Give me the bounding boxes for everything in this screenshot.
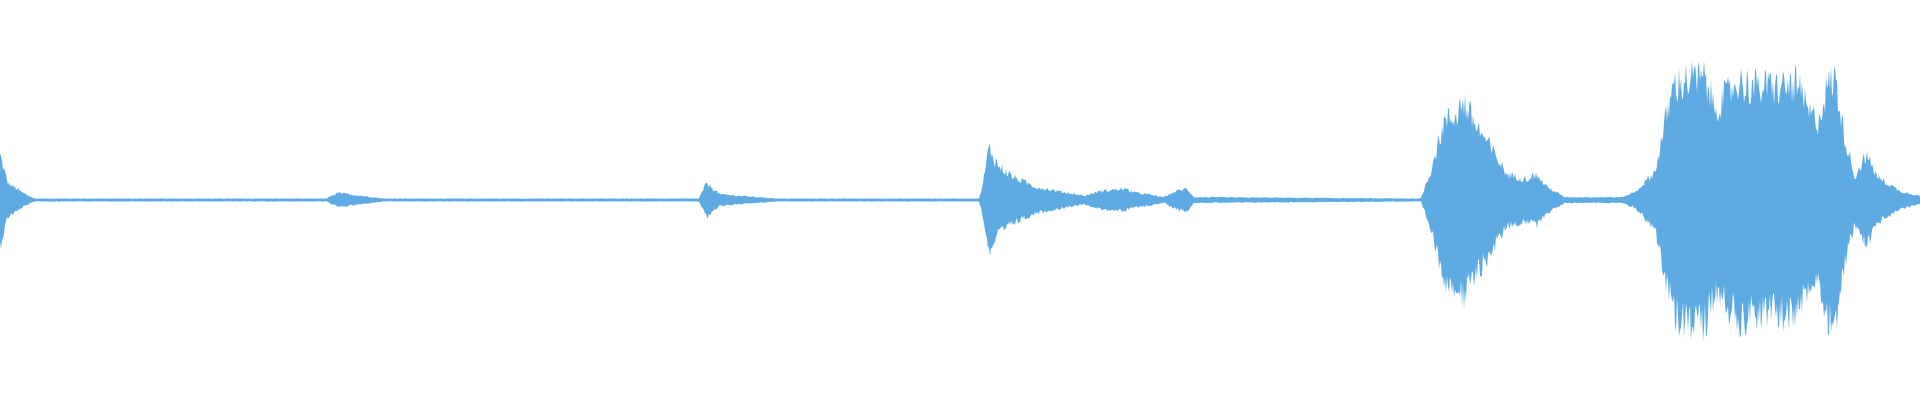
waveform-signal — [0, 59, 1920, 342]
